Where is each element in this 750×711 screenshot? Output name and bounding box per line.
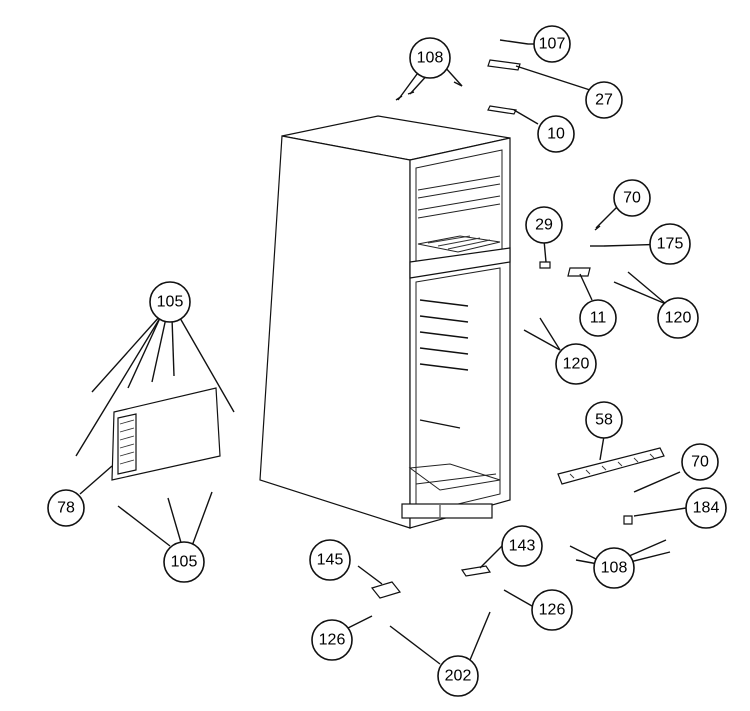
callout-120-left: 120 — [555, 343, 597, 385]
callout-120-right-label: 120 — [665, 310, 692, 327]
callout-120-right: 120 — [657, 297, 699, 339]
callout-10-label: 10 — [547, 126, 565, 143]
refrigerator-cabinet — [259, 115, 511, 529]
callout-126-left: 126 — [311, 619, 353, 661]
callout-175: 175 — [649, 223, 691, 265]
callout-105-lower-label: 105 — [171, 554, 198, 571]
bottom-hardware — [370, 515, 633, 599]
callout-145-label: 145 — [317, 552, 344, 569]
callout-143-label: 143 — [509, 538, 536, 555]
callout-202: 202 — [437, 655, 479, 697]
callout-105-upper: 105 — [149, 281, 191, 323]
kickplate — [557, 447, 665, 485]
callout-29: 29 — [525, 206, 563, 244]
callout-27: 27 — [585, 81, 623, 119]
leader-lines — [75, 43, 687, 665]
callout-78: 78 — [47, 489, 85, 527]
callout-126-right-label: 126 — [539, 602, 566, 619]
callout-145: 145 — [309, 539, 351, 581]
callout-11: 11 — [579, 299, 617, 337]
callout-27-label: 27 — [595, 92, 613, 109]
callout-29-label: 29 — [535, 217, 553, 234]
callout-70-upper-label: 70 — [623, 190, 641, 207]
callout-11-label: 11 — [590, 310, 607, 327]
callout-70-lower-label: 70 — [691, 454, 709, 471]
callout-175-label: 175 — [657, 236, 684, 253]
callout-10: 10 — [537, 115, 575, 153]
callout-105-upper-label: 105 — [157, 294, 184, 311]
callout-143: 143 — [501, 525, 543, 567]
callout-107: 107 — [533, 25, 571, 63]
callout-58-label: 58 — [595, 412, 613, 429]
callout-58: 58 — [585, 401, 623, 439]
callout-120-left-label: 120 — [563, 356, 590, 373]
callout-108-top: 108 — [409, 37, 451, 79]
callout-70-upper: 70 — [613, 179, 651, 217]
callout-108-lower-label: 108 — [601, 560, 628, 577]
callout-126-left-label: 126 — [319, 632, 346, 649]
callout-108-lower: 108 — [593, 547, 635, 589]
callout-105-lower: 105 — [163, 541, 205, 583]
callout-108-top-label: 108 — [417, 50, 444, 67]
top-hardware — [395, 39, 529, 115]
control-panel — [111, 387, 221, 481]
callout-184: 184 — [685, 487, 727, 529]
callout-202-label: 202 — [445, 668, 472, 685]
right-hardware — [539, 225, 604, 277]
callout-70-lower: 70 — [681, 443, 719, 481]
callout-78-label: 78 — [57, 500, 75, 517]
callout-107-label: 107 — [539, 36, 566, 53]
callout-126-right: 126 — [531, 589, 573, 631]
callout-184-label: 184 — [693, 500, 720, 517]
